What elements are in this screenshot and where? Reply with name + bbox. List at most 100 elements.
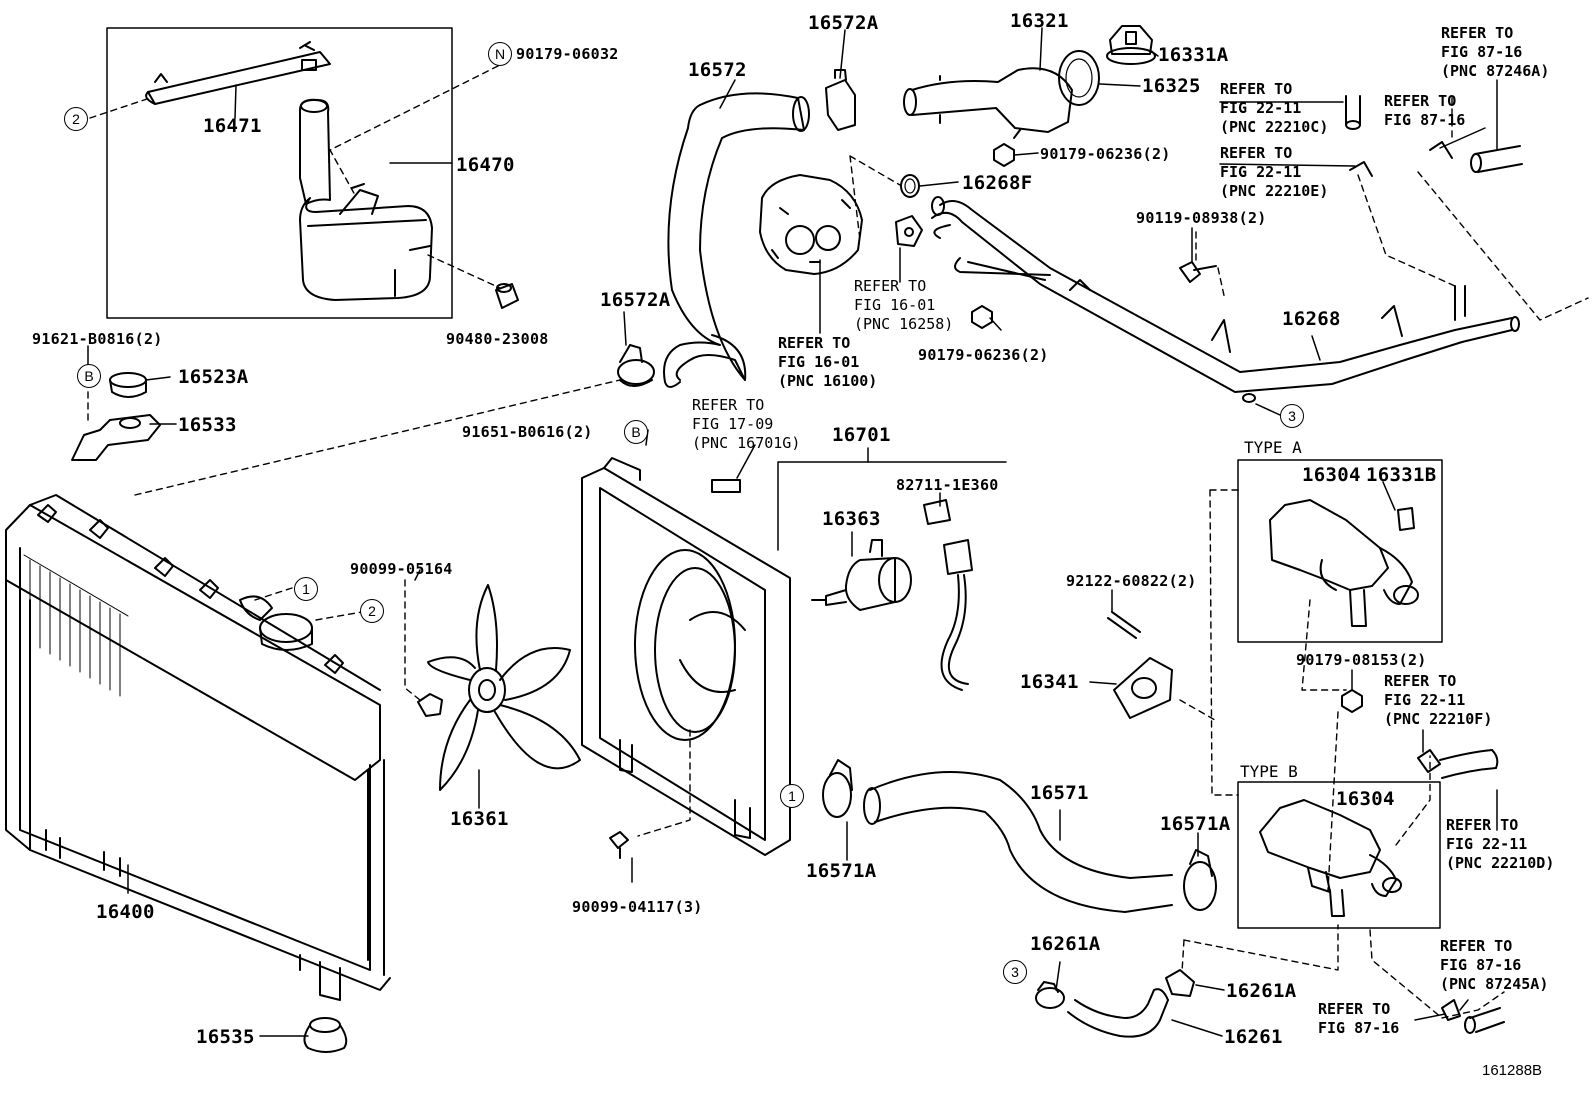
type-a-label: TYPE A xyxy=(1244,438,1302,457)
ref-fig-22-11-22210F: REFER TO FIG 22-11 (PNC 22210F) xyxy=(1384,672,1493,728)
callout-2-hose: 2 xyxy=(64,107,88,131)
label-16304-type-b: 16304 xyxy=(1336,788,1395,810)
callout-1-clamp: 1 xyxy=(780,784,804,808)
label-16571A-left: 16571A xyxy=(806,860,877,882)
clamp-16572A-top-shape xyxy=(825,69,856,131)
label-90099-05164: 90099-05164 xyxy=(350,560,453,578)
radiator-guide-line-3 xyxy=(254,587,293,601)
label-90099-04117: 90099-04117(3) xyxy=(572,898,703,916)
cap-16523A-shape xyxy=(109,372,147,398)
ref-fig-87-16-b: REFER TO FIG 87-16 xyxy=(1384,92,1466,129)
cushion-16535-shape xyxy=(303,1017,348,1053)
label-16533: 16533 xyxy=(178,414,237,436)
shroud-guide-line xyxy=(637,729,691,837)
engine-housing-shape xyxy=(759,174,863,275)
label-16523A: 16523A xyxy=(178,366,249,388)
water-outlet-type-b-shape xyxy=(1259,799,1402,917)
hose-16261-shape xyxy=(1067,988,1169,1038)
screw-guide-line xyxy=(404,579,421,701)
ref-fig-22-11-22210E: REFER TO FIG 22-11 (PNC 22210E) xyxy=(1220,144,1329,200)
label-16261A-left: 16261A xyxy=(1030,933,1101,955)
callout-3-hose: 3 xyxy=(1003,960,1027,984)
label-16331B: 16331B xyxy=(1366,464,1437,486)
callout-b-mark-2: B xyxy=(624,420,648,444)
reservoir-tank-shape xyxy=(299,98,433,301)
label-92122-60822: 92122-60822(2) xyxy=(1066,572,1197,590)
label-16268: 16268 xyxy=(1282,308,1341,330)
housing-guide-lines xyxy=(849,155,901,241)
label-90119-08938: 90119-08938(2) xyxy=(1136,209,1267,227)
label-16571: 16571 xyxy=(1030,782,1089,804)
type-b-label: TYPE B xyxy=(1240,762,1298,781)
label-16572A-top: 16572A xyxy=(808,12,879,34)
ref-fig-22-11-22210D: REFER TO FIG 22-11 (PNC 22210D) xyxy=(1446,816,1555,872)
bracket-16533-shape xyxy=(71,414,161,461)
label-16331A: 16331A xyxy=(1158,44,1229,66)
label-90179-06236-b: 90179-06236(2) xyxy=(918,346,1049,364)
clamp-16261A-right-shape xyxy=(1165,969,1195,997)
label-16572: 16572 xyxy=(688,59,747,81)
label-16572A-mid: 16572A xyxy=(600,289,671,311)
leader-16701-bracket xyxy=(777,461,1007,551)
label-16321: 16321 xyxy=(1010,10,1069,32)
ref-fig-87-16-d: REFER TO FIG 87-16 xyxy=(1318,1000,1400,1037)
screw-90099-04117-shape xyxy=(609,831,629,859)
bypass-pipe-16268-shape xyxy=(931,196,1520,403)
ref-fig-87-16-87245A: REFER TO FIG 87-16 (PNC 87245A) xyxy=(1440,937,1549,993)
label-16701: 16701 xyxy=(832,424,891,446)
clamp-16571A-left-shape xyxy=(822,759,853,818)
type-box-guide-lines xyxy=(1209,489,1347,891)
type-b-box xyxy=(1237,781,1441,929)
label-16361: 16361 xyxy=(450,808,509,830)
bottom-right-fittings xyxy=(1441,999,1505,1034)
reservoir-hose-shape xyxy=(145,41,331,105)
o-ring-16268F-shape xyxy=(900,174,920,198)
label-90179-08153: 90179-08153(2) xyxy=(1296,651,1427,669)
gasket-guide-line xyxy=(1179,699,1216,721)
label-16535: 16535 xyxy=(196,1026,255,1048)
callout-1-cap: 1 xyxy=(294,577,318,601)
wire-harness-82711-shape xyxy=(923,499,973,691)
radiator-16400-shape xyxy=(5,494,391,1001)
leader-lines xyxy=(87,27,1498,1037)
label-16363: 16363 xyxy=(822,508,881,530)
label-16325: 16325 xyxy=(1142,75,1201,97)
callout-n-mark: N xyxy=(488,42,512,66)
lower-hose-16571-shape xyxy=(863,771,1173,913)
callout-2-cap: 2 xyxy=(360,599,384,623)
label-16470: 16470 xyxy=(456,154,515,176)
ref-fig-17-09-16701G: REFER TO FIG 17-09 (PNC 16701G) xyxy=(692,396,801,452)
reservoir-inset-frame xyxy=(106,27,453,319)
upper-hose-shape xyxy=(663,92,810,388)
water-inlet-16321-shape xyxy=(903,67,1073,139)
label-16471: 16471 xyxy=(203,115,262,137)
label-16571A-right: 16571A xyxy=(1160,813,1231,835)
nut-top-shape xyxy=(993,143,1015,167)
label-82711-1E360: 82711-1E360 xyxy=(896,476,999,494)
label-16261: 16261 xyxy=(1224,1026,1283,1048)
fan-16361-shape xyxy=(427,584,581,791)
fan-shroud-shape xyxy=(581,457,791,856)
ref-fig-87-16-87246A: REFER TO FIG 87-16 (PNC 87246A) xyxy=(1441,24,1550,80)
bolt-guide-lines xyxy=(1195,231,1226,301)
gasket-16325-shape xyxy=(1058,50,1100,106)
radiator-guide-line-2 xyxy=(315,611,363,621)
label-91621-B0816: 91621-B0816(2) xyxy=(32,330,163,348)
screw-90099-05164-shape xyxy=(417,693,443,717)
label-16304-type-a: 16304 xyxy=(1302,464,1361,486)
ref-fig-22-11-22210C: REFER TO FIG 22-11 (PNC 22210C) xyxy=(1220,80,1329,136)
label-16268F: 16268F xyxy=(962,172,1033,194)
clamp-16571A-right-shape xyxy=(1183,849,1217,911)
hose-guide-lines xyxy=(1181,924,1505,1019)
callout-3-pipe: 3 xyxy=(1280,404,1304,428)
label-90179-06236-a: 90179-06236(2) xyxy=(1040,145,1171,163)
fan-motor-16363-shape xyxy=(811,539,912,611)
reservoir-guide-lines xyxy=(89,65,501,289)
label-16400: 16400 xyxy=(96,901,155,923)
label-16261A-right: 16261A xyxy=(1226,980,1297,1002)
clamp-16261A-left-shape xyxy=(1035,981,1065,1009)
top-right-guide-lines xyxy=(1357,97,1589,321)
gasket-16258-shape xyxy=(895,215,923,247)
nut-lower-shape xyxy=(971,305,993,329)
